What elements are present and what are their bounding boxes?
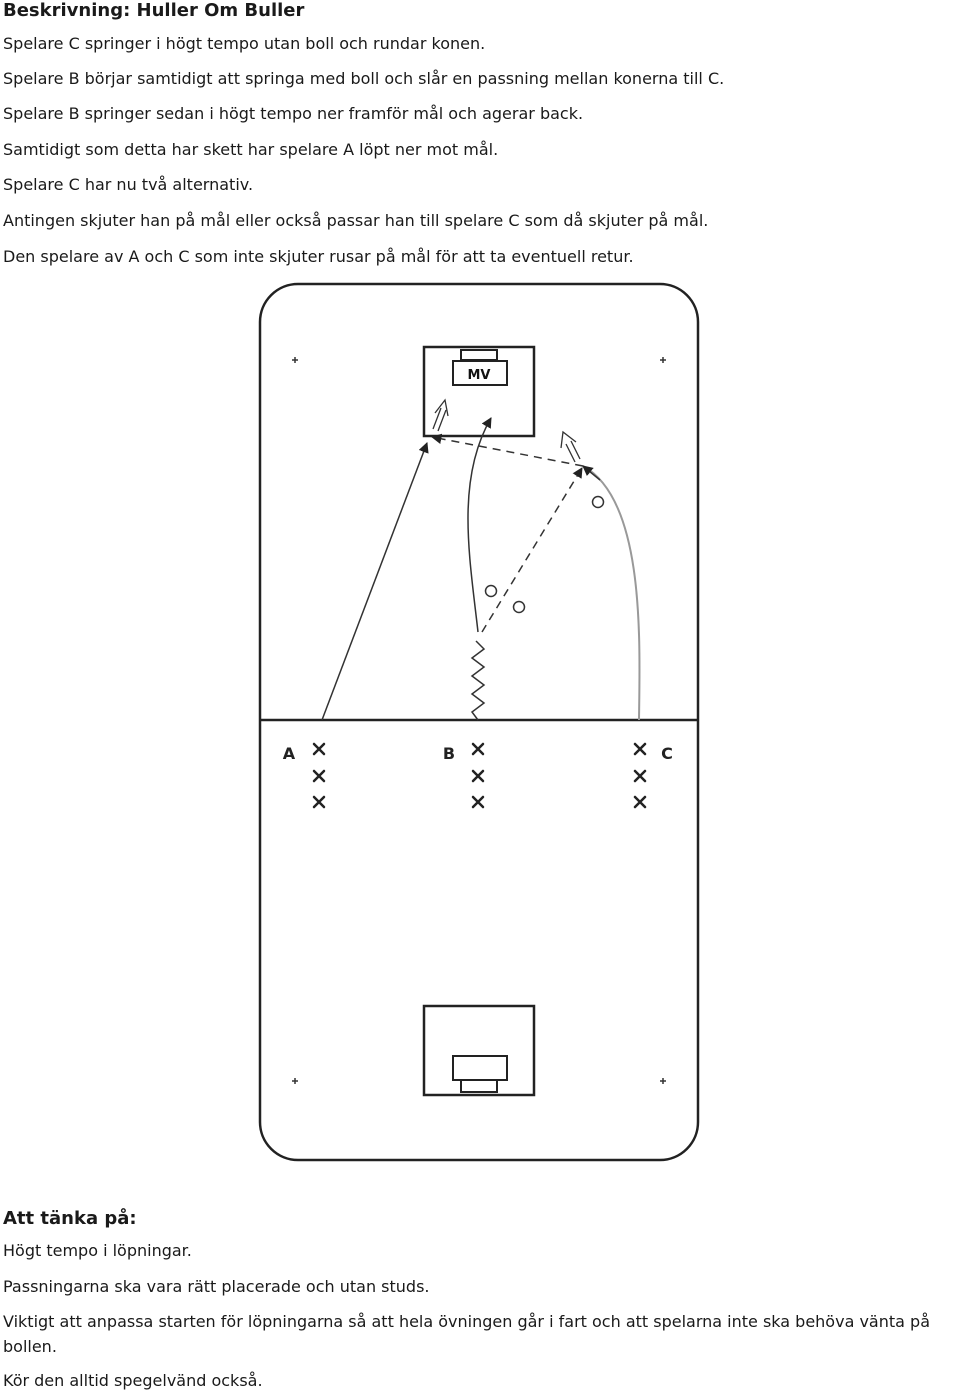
- top-goal-crease: [422, 345, 536, 438]
- tips-heading: Att tänka på:: [3, 1208, 137, 1229]
- cone: [512, 600, 526, 614]
- bottom-goal-box: [452, 1055, 508, 1081]
- player-a-run: [321, 442, 429, 721]
- player-c-run: [582, 465, 641, 721]
- tips-line-3: Viktigt att anpassa starten för löpninga…: [3, 1312, 930, 1356]
- court-outline: [258, 282, 700, 1162]
- tips-line-1: Högt tempo i löpningar.: [3, 1241, 192, 1260]
- tips-line-2: Passningarna ska vara rätt placerade och…: [3, 1277, 430, 1296]
- return-pass: [430, 433, 584, 467]
- bottom-goal-crease: [422, 1004, 536, 1097]
- player-b-run: [467, 417, 492, 633]
- faceoff-mark: [292, 357, 666, 1084]
- top-goal: [460, 349, 498, 361]
- description-line-7: Den spelare av A och C som inte skjuter …: [3, 247, 634, 266]
- player-c-run-arrow: [582, 465, 601, 481]
- description-line-6: Antingen skjuter han på mål eller också …: [3, 211, 709, 230]
- player-b-pass: [481, 467, 583, 633]
- cone: [484, 584, 498, 598]
- tips-line-4: Kör den alltid spegelvänd också.: [3, 1371, 263, 1390]
- description-line-4: Samtidigt som detta har skett har spelar…: [3, 140, 499, 159]
- description-line-5: Spelare C har nu två alternativ.: [3, 175, 254, 194]
- goalkeeper-label: MV: [468, 368, 491, 383]
- description-heading: Beskrivning: Huller Om Buller: [3, 0, 305, 21]
- description-line-2: Spelare B börjar samtidigt att springa m…: [3, 69, 725, 88]
- shot-arrow-icon: [432, 398, 449, 432]
- description-line-1: Spelare C springer i högt tempo utan bol…: [3, 34, 486, 53]
- bottom-goal: [460, 1079, 498, 1093]
- player-marker: [312, 742, 647, 809]
- player-label-b: B: [443, 744, 455, 763]
- player-label-c: C: [661, 744, 673, 763]
- player-b-dribble: [470, 640, 486, 721]
- goalkeeper-box: [452, 360, 508, 386]
- shot-arrow-icon: [560, 430, 581, 463]
- player-label-a: A: [283, 744, 296, 763]
- cone: [591, 495, 605, 509]
- description-line-3: Spelare B springer sedan i högt tempo ne…: [3, 104, 584, 123]
